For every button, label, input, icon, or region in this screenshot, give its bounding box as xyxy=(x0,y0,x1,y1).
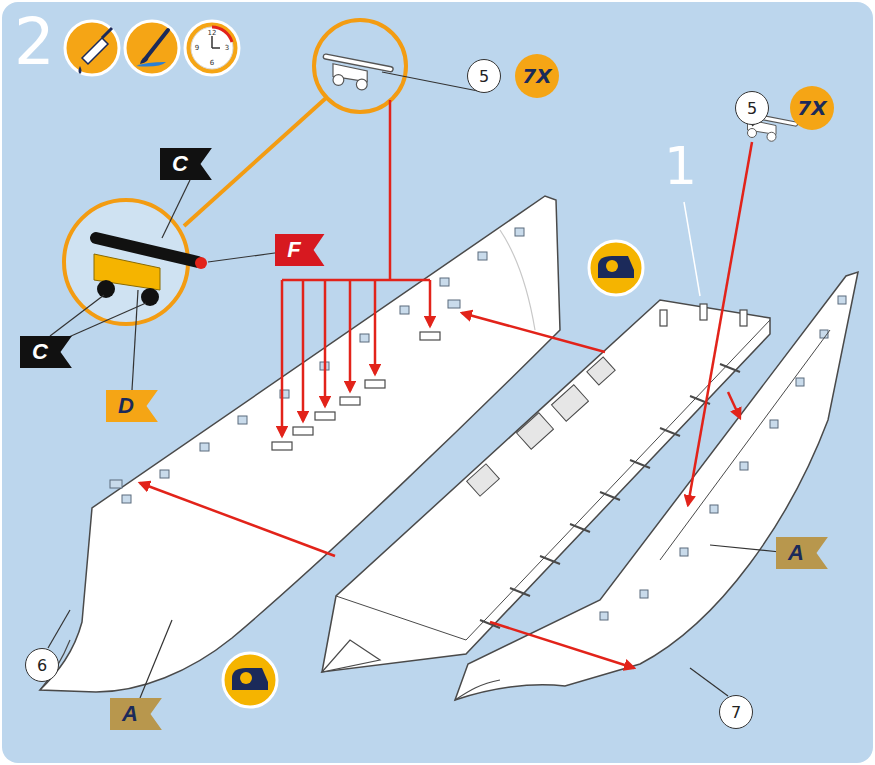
quantity-badge: 7X xyxy=(790,86,834,130)
flag-letter: C xyxy=(172,151,188,177)
callout-text: 5 xyxy=(747,99,757,118)
part-flag: D xyxy=(106,390,158,422)
callout-number: 7 xyxy=(719,695,753,729)
part-number: 1 xyxy=(664,140,697,192)
flag-letter: C xyxy=(32,339,48,365)
clock-numeral: 6 xyxy=(210,60,214,67)
flag-letter: D xyxy=(118,393,134,419)
flag-letter: A xyxy=(788,540,804,566)
callout-text: 5 xyxy=(479,67,489,86)
part-flag: A xyxy=(776,537,828,569)
flag-letter: F xyxy=(287,237,300,263)
callout-number: 6 xyxy=(25,648,59,682)
clock-numeral: 12 xyxy=(208,30,217,37)
callout-number: 5 xyxy=(735,91,769,125)
part-flag: A xyxy=(110,698,162,730)
quantity-text: 7X xyxy=(522,64,551,88)
part-flag: F xyxy=(275,234,324,266)
quantity-badge: 7X xyxy=(515,54,559,98)
clock-numeral: 9 xyxy=(195,45,199,52)
callout-text: 7 xyxy=(731,703,741,722)
part-flag: C xyxy=(160,148,212,180)
flag-letter: A xyxy=(122,701,138,727)
quantity-text: 7X xyxy=(797,96,826,120)
part-flag: C xyxy=(20,336,72,368)
callout-number: 5 xyxy=(467,59,501,93)
clock-numeral: 3 xyxy=(225,45,229,52)
callout-text: 6 xyxy=(37,656,47,675)
step-number: 2 xyxy=(14,10,55,74)
